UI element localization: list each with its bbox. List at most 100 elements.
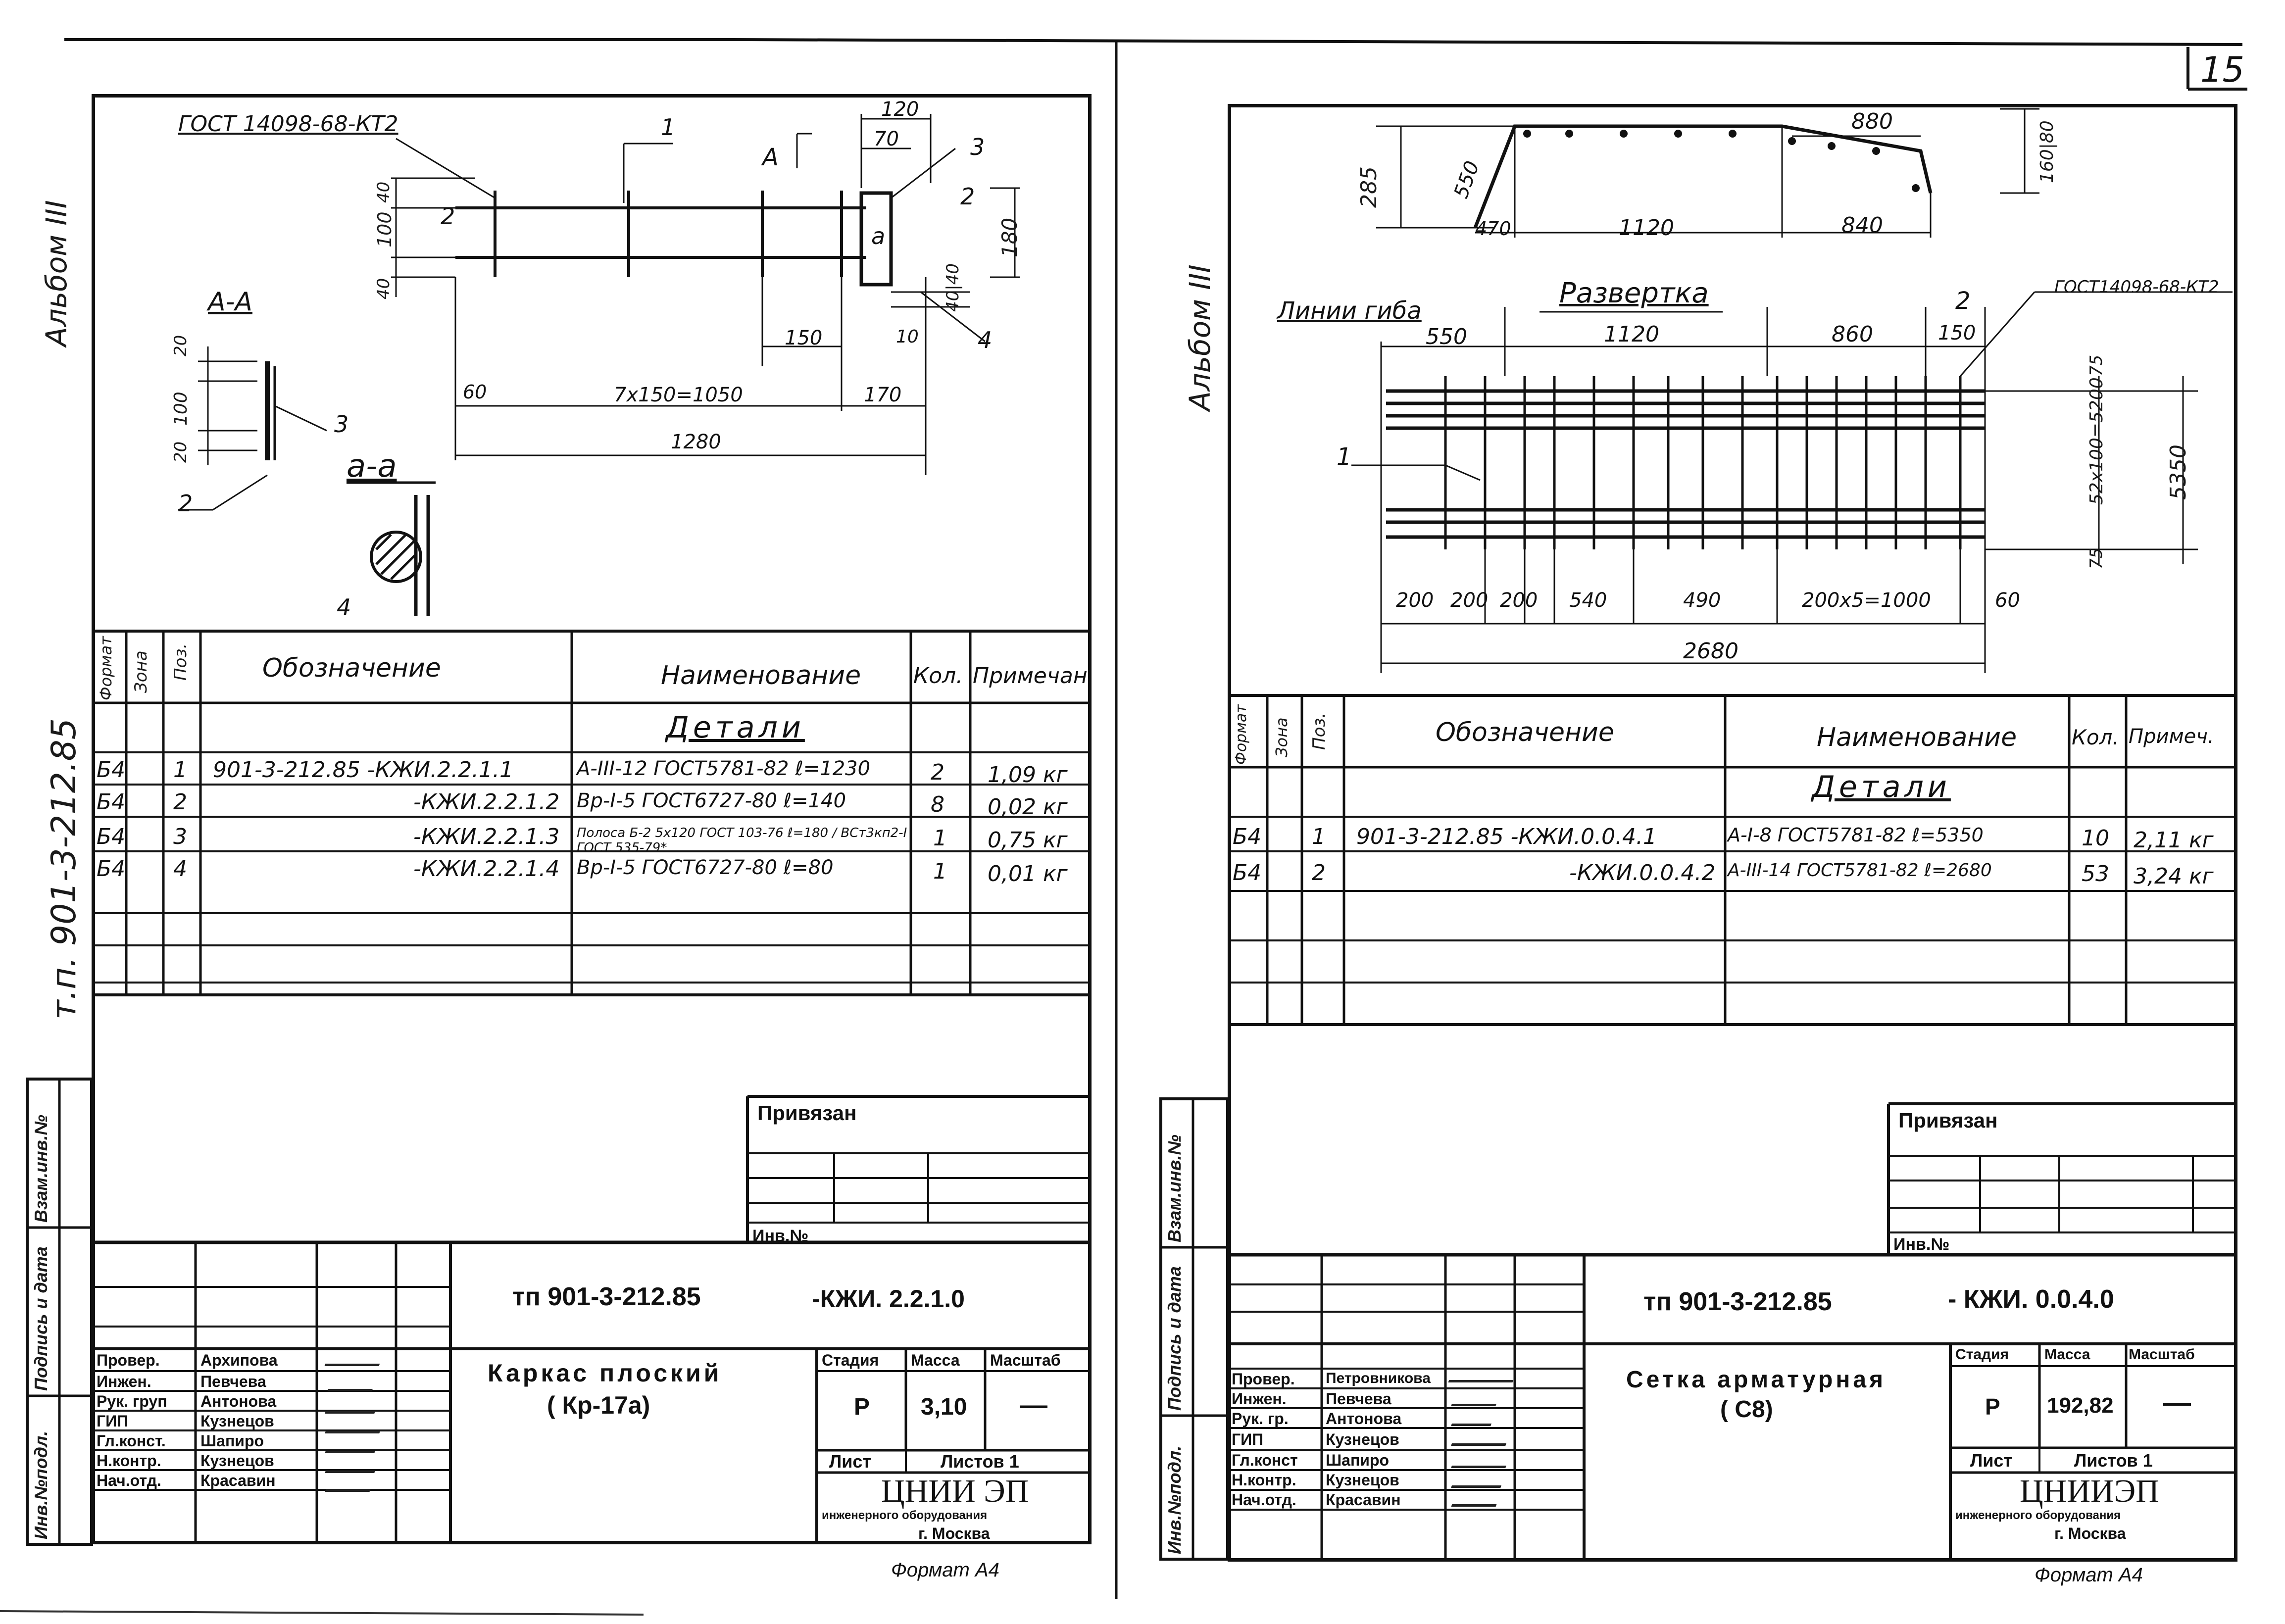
- signature: [1451, 1435, 1509, 1446]
- spec-name: Полоса Б-2 5х120 ГОСТ 103-76 ℓ=180 / ВСт…: [577, 826, 907, 855]
- left-name-4: Шапиро: [200, 1432, 264, 1450]
- spec-designation: 901-3-212.85 -КЖИ.2.2.1.1: [213, 757, 514, 783]
- spec-pos: 1: [173, 757, 187, 783]
- right-dim-550: 550: [1426, 324, 1467, 349]
- right-role-1: Инжен.: [1232, 1390, 1287, 1408]
- spec-pos: 3: [173, 824, 187, 849]
- spec-qty: 10: [2082, 826, 2109, 851]
- left-format: Формат А4: [891, 1559, 999, 1581]
- right-spec-section-title: Детали: [1812, 770, 1951, 804]
- right-role-5: Н.контр.: [1232, 1471, 1296, 1489]
- left-name-3: Кузнецов: [200, 1412, 274, 1430]
- left-name-6: Красавин: [200, 1472, 276, 1489]
- right-doc-code-suffix: - КЖИ. 0.0.4.0: [1948, 1285, 2114, 1314]
- spec-pos: 2: [1312, 860, 1326, 886]
- right-spec-h-format: Формат: [1233, 704, 1250, 765]
- left-pos-2: 2: [441, 203, 455, 230]
- spec-designation: -КЖИ.0.0.4.2: [1569, 860, 1716, 886]
- right-pos-2: 2: [1955, 287, 1971, 315]
- spec-name: А-I-8 ГОСТ5781-82 ℓ=5350: [1728, 824, 1984, 846]
- left-pos-4-section: 4: [337, 594, 351, 621]
- right-format: Формат А4: [2035, 1564, 2143, 1586]
- right-mass: 192,82: [2047, 1393, 2114, 1418]
- left-dim-60: 60: [463, 381, 487, 403]
- right-sheets-label: Листов 1: [2074, 1450, 2153, 1471]
- signature: [1451, 1477, 1504, 1488]
- spec-note: 2,11 кг: [2134, 828, 2214, 853]
- right-spec-h-qty: Кол.: [2072, 725, 2119, 749]
- left-role-3: ГИП: [97, 1412, 129, 1430]
- right-top-dim-160: 160|80: [2037, 120, 2057, 183]
- right-stage-label: Стадия: [1955, 1346, 2009, 1363]
- left-mass: 3,10: [921, 1394, 967, 1420]
- left-role-5: Н.контр.: [97, 1452, 161, 1470]
- right-role-3: ГИП: [1232, 1430, 1264, 1448]
- spec-pos: 1: [1312, 824, 1326, 849]
- signature: [1451, 1416, 1494, 1426]
- left-mass-label: Масса: [911, 1351, 960, 1369]
- left-dim-1280: 1280: [671, 431, 721, 453]
- right-dim-200c: 200: [1500, 589, 1538, 612]
- right-pos-1: 1: [1337, 443, 1352, 471]
- left-sheets-label: Листов 1: [941, 1451, 1019, 1472]
- spec-designation: -КЖИ.2.2.1.4: [413, 856, 560, 882]
- spec-format: Б4: [1233, 824, 1262, 849]
- left-dim-70: 70: [874, 128, 899, 150]
- right-gost-label: ГОСТ14098-68-КТ2: [2054, 277, 2219, 297]
- left-pos-1: 1: [661, 114, 676, 141]
- right-name-3: Кузнецов: [1326, 1430, 1399, 1448]
- spec-qty: 2: [931, 760, 944, 785]
- left-spec-h-designation: Обозначение: [262, 653, 441, 683]
- left-name-5: Кузнецов: [200, 1452, 274, 1470]
- right-dim-860: 860: [1832, 322, 1873, 347]
- right-scale: —: [2163, 1386, 2191, 1418]
- right-name-5: Кузнецов: [1326, 1471, 1399, 1489]
- left-pos-2-section: 2: [178, 490, 193, 517]
- left-name-0: Архипова: [200, 1351, 278, 1369]
- left-name-1: Певчева: [200, 1373, 266, 1390]
- spec-qty: 53: [2082, 861, 2109, 886]
- left-doc-code: тп 901-3-212.85: [512, 1282, 701, 1311]
- left-spec-h-name: Наименование: [661, 661, 861, 690]
- left-doc-subtitle: ( Кр-17а): [547, 1391, 650, 1419]
- right-dim-200x5: 200х5=1000: [1802, 589, 1931, 612]
- left-stage: Р: [854, 1394, 870, 1420]
- left-role-2: Рук. груп: [97, 1392, 167, 1410]
- right-top-dim-1120: 1120: [1619, 215, 1674, 241]
- right-org-line3: г. Москва: [2054, 1525, 2126, 1542]
- right-dim-490: 490: [1683, 589, 1721, 612]
- right-sheet-border: [1228, 104, 2237, 1562]
- left-org-line3: г. Москва: [918, 1525, 990, 1542]
- spec-format: Б4: [1233, 860, 1262, 886]
- left-pos-4: 4: [978, 327, 993, 353]
- right-dim-200b: 200: [1450, 589, 1489, 612]
- left-dim-10: 10: [896, 327, 919, 347]
- right-dim-150: 150: [1938, 322, 1976, 344]
- right-top-dim-840: 840: [1841, 213, 1883, 238]
- left-stage-label: Стадия: [822, 1351, 879, 1369]
- spec-name: Вр-I-5 ГОСТ6727-80 ℓ=140: [577, 789, 846, 812]
- right-org-line2: инженерного оборудования: [1955, 1509, 2121, 1522]
- right-name-1: Певчева: [1326, 1390, 1391, 1408]
- right-spec-h-note: Примеч.: [2129, 725, 2214, 748]
- right-inv-no: Инв.№: [1893, 1235, 1950, 1254]
- spec-note: 0,75 кг: [988, 828, 1068, 853]
- right-name-6: Красавин: [1326, 1491, 1401, 1509]
- spec-name: А-III-14 ГОСТ5781-82 ℓ=2680: [1728, 860, 1992, 881]
- right-dim-200a: 200: [1396, 589, 1434, 612]
- spec-designation: -КЖИ.2.2.1.2: [413, 789, 560, 815]
- right-role-6: Нач.отд.: [1232, 1491, 1296, 1509]
- left-inv-no: Инв.№: [752, 1227, 809, 1245]
- left-gost-label: ГОСТ 14098-68-КТ2: [178, 111, 398, 137]
- left-dim-170: 170: [864, 384, 902, 406]
- right-spec-h-name: Наименование: [1817, 723, 2017, 752]
- left-role-1: Инжен.: [97, 1373, 151, 1390]
- left-name-2: Антонова: [200, 1392, 277, 1410]
- left-spec-h-note: Примечан.: [973, 663, 1094, 689]
